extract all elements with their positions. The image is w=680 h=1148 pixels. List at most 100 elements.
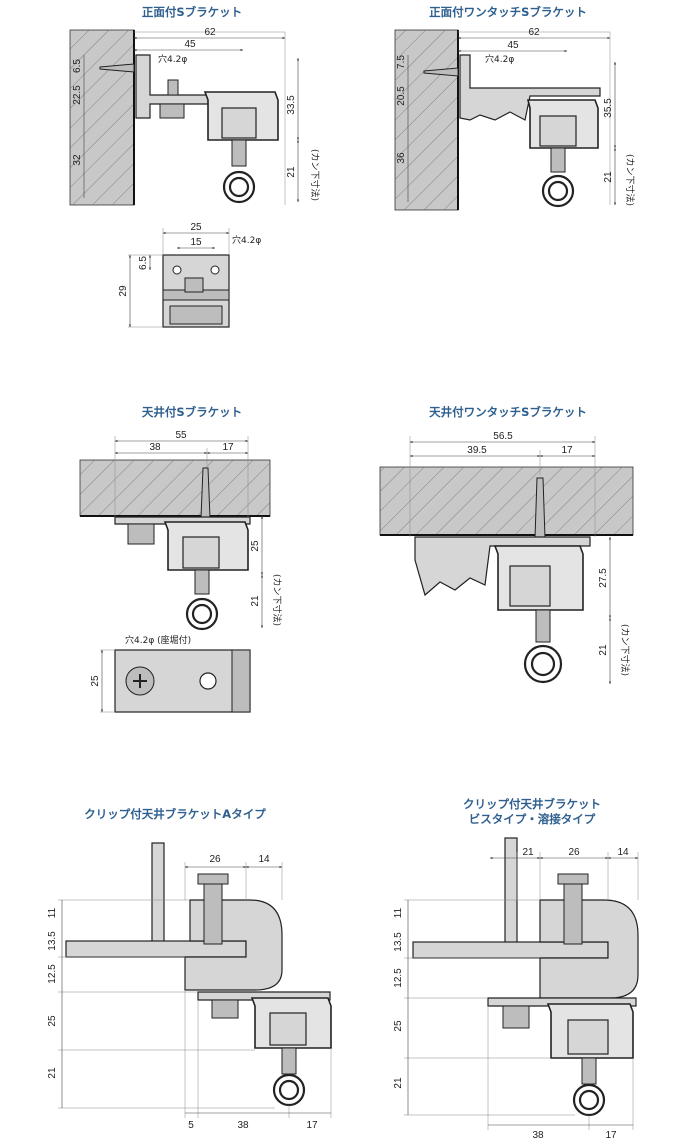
runner-stem [281, 1047, 297, 1075]
dim-25-plan: 25 [90, 675, 101, 687]
runner [539, 115, 577, 147]
ring-inner [578, 1089, 600, 1111]
dim-21: 21 [393, 1077, 404, 1089]
screw [200, 467, 211, 519]
wall-hatch [70, 30, 134, 205]
dim-17: 17 [605, 1130, 617, 1141]
dim-38: 38 [532, 1130, 544, 1141]
bracket-body [414, 536, 591, 597]
nut [211, 999, 239, 1019]
title-clip-a: クリップ付天井ブラケットAタイプ [84, 807, 266, 821]
dim-12-5: 12.5 [393, 968, 404, 988]
runner-stem [550, 147, 566, 173]
dim-13-5: 13.5 [47, 931, 58, 951]
runner [269, 1012, 307, 1046]
runner-stem [581, 1057, 597, 1085]
beam-web [151, 842, 165, 944]
ring-inner [191, 603, 213, 625]
dim-21: 21 [286, 166, 297, 178]
dim-15: 15 [190, 237, 202, 248]
dim-45: 45 [507, 40, 519, 51]
bolt [184, 277, 204, 293]
title-ceiling-onetouch: 天井付ワンタッチSブラケット [429, 405, 587, 419]
dim-21: 21 [250, 595, 261, 607]
runner-stem [231, 139, 247, 167]
ring-inner [530, 651, 556, 677]
dim-21: 21 [598, 644, 609, 656]
ring-outer [185, 597, 219, 631]
dim-11: 11 [47, 907, 58, 918]
screw [423, 67, 459, 77]
dim-25: 25 [250, 540, 261, 552]
nut [127, 523, 155, 545]
dim-35-5: 35.5 [603, 98, 614, 118]
diagram-front-onetouch-bracket: 正面付ワンタッチSブラケット 62 45 穴4.2φ 7.5 20.5 36 3… [394, 5, 636, 211]
screw [99, 63, 135, 73]
dim-25: 25 [393, 1020, 404, 1032]
dim-39-5: 39.5 [467, 445, 487, 456]
kan-note: (カン下寸法) [309, 149, 321, 201]
beam-web [504, 837, 518, 945]
ring-outer [572, 1083, 606, 1117]
dim-14: 14 [258, 854, 270, 865]
ring-outer [523, 644, 563, 684]
rail-end [169, 305, 223, 325]
dim-5: 5 [188, 1120, 194, 1131]
ceiling-hatch [80, 460, 270, 516]
dim-13-5: 13.5 [393, 932, 404, 952]
dim-38: 38 [149, 442, 161, 453]
dim-33-5: 33.5 [286, 95, 297, 115]
dim-17: 17 [222, 442, 234, 453]
ring-inner [228, 176, 250, 198]
dim-25: 25 [47, 1015, 58, 1027]
dim-26: 26 [568, 847, 580, 858]
dim-22-5: 22.5 [72, 85, 83, 105]
runner-stem [194, 569, 210, 595]
diagram-clip-a-bracket: クリップ付天井ブラケットAタイプ 26 14 11 13.5 12.5 25 2… [47, 807, 332, 1131]
dim-45: 45 [184, 39, 196, 50]
title-ceiling-s: 天井付Sブラケット [142, 405, 242, 419]
dim-17: 17 [306, 1120, 318, 1131]
dim-36: 36 [396, 152, 407, 164]
title-clip-screw-line2: ビスタイプ・溶接タイプ [469, 812, 596, 826]
dim-56-5: 56.5 [493, 431, 513, 442]
counterbore-hole [199, 672, 217, 690]
nut [159, 103, 185, 119]
dim-62: 62 [528, 27, 540, 38]
dim-14: 14 [617, 847, 629, 858]
bracket-body [459, 54, 601, 121]
dim-12-5: 12.5 [47, 964, 58, 984]
dim-25: 25 [190, 222, 202, 233]
dim-55: 55 [175, 430, 187, 441]
dim-20-5: 20.5 [396, 86, 407, 106]
runner-stem [535, 609, 551, 643]
screw [534, 477, 546, 539]
diagram-front-s-bracket: 正面付Sブラケット 62 45 穴4.2φ 6.5 22.5 32 33.5 2… [69, 5, 321, 206]
kan-note: (カン下寸法) [619, 624, 631, 676]
clip-bolt-head [557, 873, 589, 885]
title-clip-screw-line1: クリップ付天井ブラケット [463, 797, 601, 811]
plate-lip [231, 649, 251, 713]
dim-62: 62 [204, 27, 216, 38]
diagram-clip-screw-bracket: クリップ付天井ブラケット ビスタイプ・溶接タイプ 21 26 14 11 13.… [393, 797, 639, 1141]
dim-21: 21 [47, 1067, 58, 1079]
ring-outer [272, 1073, 306, 1107]
ring-inner [278, 1079, 300, 1101]
kan-note: (カン下寸法) [271, 574, 283, 626]
title-front-s: 正面付Sブラケット [142, 5, 242, 19]
hole-note: 穴4.2φ (座堀付) [125, 634, 191, 646]
kan-note: (カン下寸法) [624, 154, 636, 206]
ring-outer [222, 170, 256, 204]
dim-26: 26 [209, 854, 221, 865]
runner [221, 107, 257, 139]
clip-bolt-head [197, 873, 229, 885]
dim-7-5: 7.5 [396, 55, 407, 69]
dim-29: 29 [118, 285, 129, 297]
dim-21: 21 [603, 171, 614, 183]
ring-inner [547, 180, 569, 202]
dim-11: 11 [393, 907, 404, 918]
hole-right [210, 265, 220, 275]
ring-outer [541, 174, 575, 208]
diagram-ceiling-s-bracket: 天井付Sブラケット 55 38 17 25 21 (カン下寸法) 穴4.2φ (… [79, 405, 283, 713]
